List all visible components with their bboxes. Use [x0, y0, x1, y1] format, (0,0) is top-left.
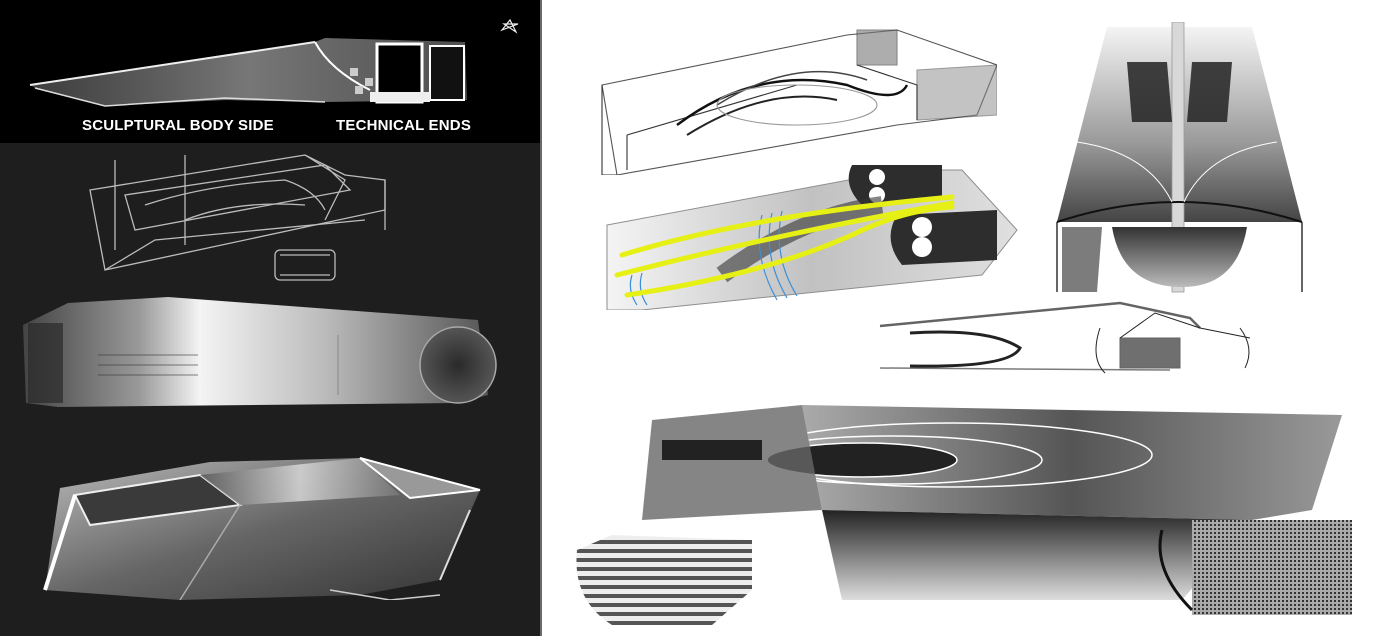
side-view-sketch — [25, 30, 505, 110]
rendered-side-profile — [18, 295, 518, 407]
panel-divider — [540, 0, 542, 636]
large-perspective-render — [562, 400, 1382, 630]
wireframe-perspective-sketch — [85, 150, 415, 285]
airflow-diagram-sketch — [602, 155, 1032, 310]
label-technical-ends: TECHNICAL ENDS — [336, 117, 472, 134]
rear-top-view-render — [1047, 22, 1307, 297]
left-header: SCULPTURAL BODY SIDE TECHNICAL ENDS — [0, 0, 540, 143]
star-signature-icon — [500, 18, 520, 36]
right-panel — [542, 0, 1400, 636]
pencil-side-sketch — [870, 298, 1310, 378]
rendered-perspective — [30, 450, 500, 600]
label-sculptural-body-side: SCULPTURAL BODY SIDE — [82, 117, 274, 134]
pencil-perspective-sketch — [597, 25, 997, 175]
left-panel: SCULPTURAL BODY SIDE TECHNICAL ENDS — [0, 0, 540, 636]
